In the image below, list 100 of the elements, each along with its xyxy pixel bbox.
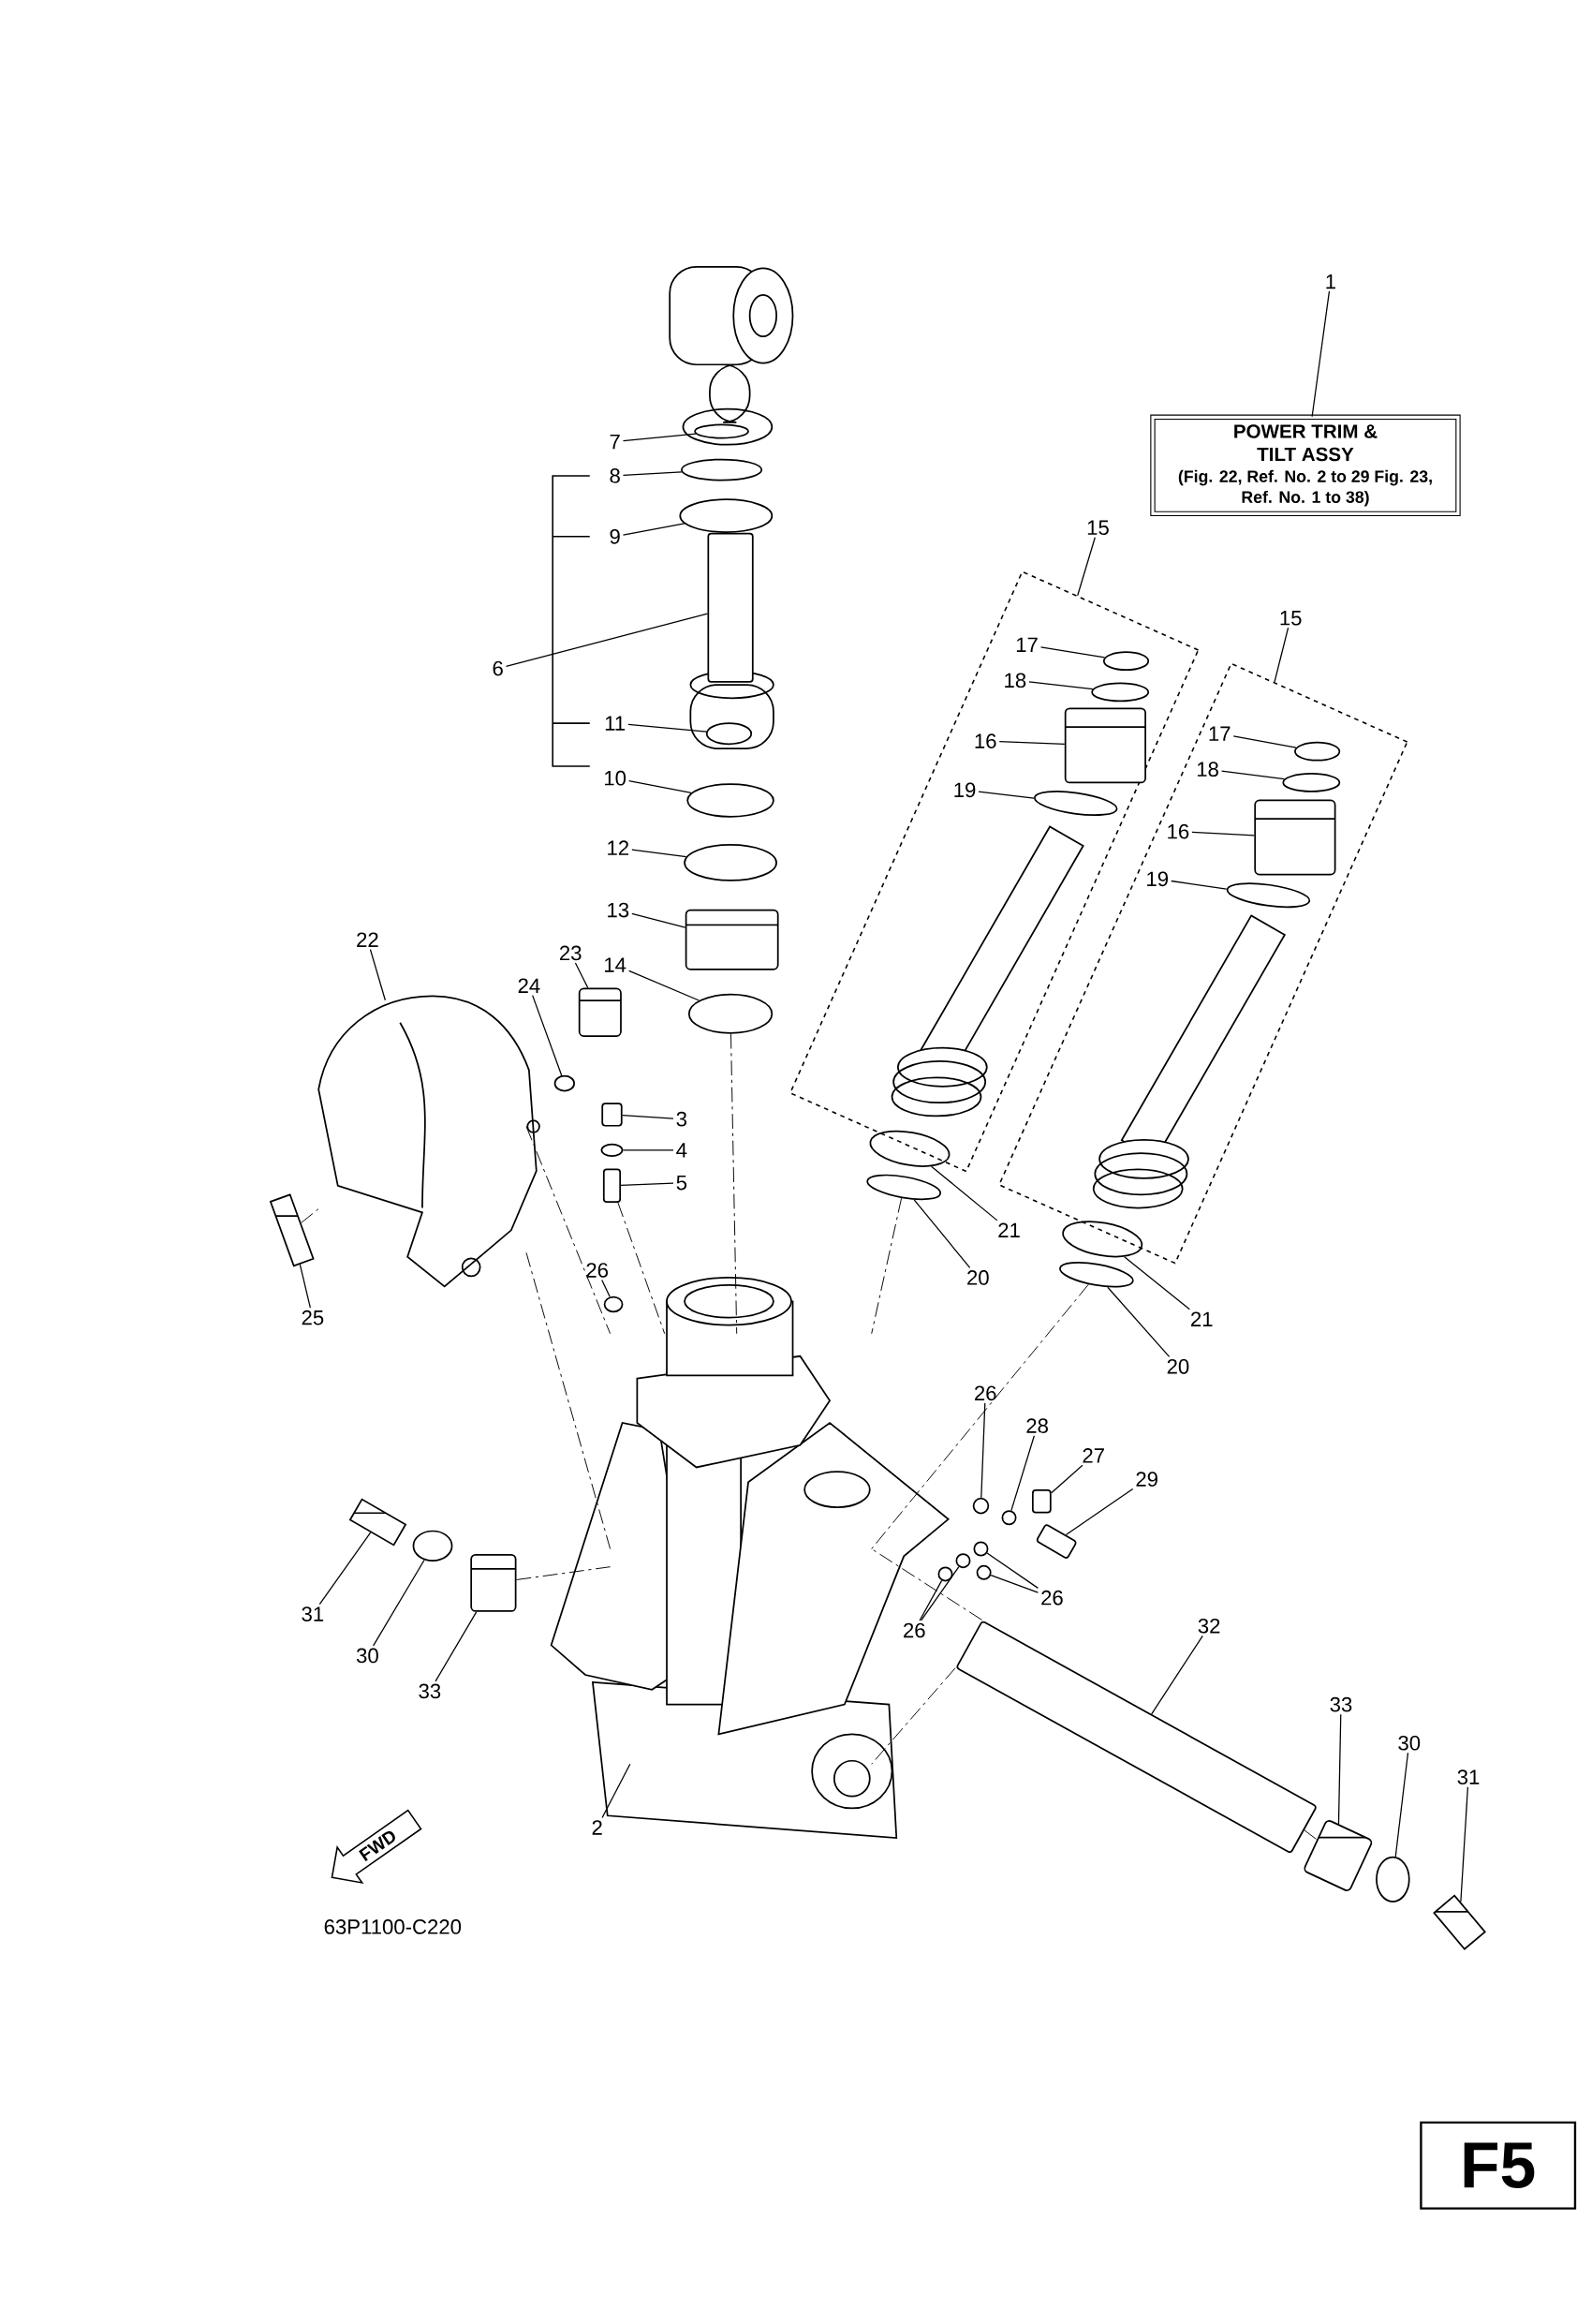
- leader-line: [1191, 831, 1256, 836]
- callout-number: 21: [1191, 1311, 1213, 1326]
- leader-line: [622, 1114, 674, 1119]
- callout-number: 20: [967, 1270, 989, 1285]
- callout-number: 33: [1330, 1696, 1352, 1712]
- ring-seal: [688, 993, 774, 1034]
- leader-line: [623, 471, 683, 477]
- callout-number: 6: [493, 660, 504, 676]
- leader-line: [919, 1579, 943, 1621]
- leader-line: [1151, 1635, 1204, 1715]
- cylindrical-part: [579, 987, 623, 1037]
- ring-seal: [412, 1530, 453, 1562]
- ring-seal: [1059, 1262, 1134, 1288]
- leader-line: [532, 995, 563, 1076]
- leader-line: [623, 523, 685, 536]
- callout-number: 18: [1198, 762, 1219, 777]
- leader-line: [373, 1559, 425, 1647]
- leader-line: [1394, 1752, 1409, 1858]
- ring-seal: [686, 783, 775, 818]
- callout-number: 4: [676, 1143, 687, 1158]
- callout-number: 14: [605, 957, 626, 972]
- title-box: POWER TRIM & TILT ASSY (Fig. 22, Ref. No. 2 to 29 Fig. 23, Ref. No. 1 to 38): [1150, 414, 1461, 517]
- leader-line: [627, 723, 708, 733]
- callout-number: 16: [975, 733, 996, 748]
- callout-number: 19: [1147, 871, 1169, 887]
- leader-line: [1221, 770, 1286, 780]
- center-line: [871, 1283, 1089, 1549]
- callout-number: 29: [1136, 1472, 1158, 1487]
- leader-line: [628, 779, 692, 793]
- callout-number: 11: [606, 716, 626, 731]
- leader-line: [1171, 880, 1228, 890]
- callout-number: 15: [1280, 611, 1302, 626]
- ring-seal: [553, 1074, 576, 1092]
- center-line: [301, 1208, 319, 1223]
- leader-line: [1124, 1256, 1191, 1310]
- leader-line: [998, 741, 1066, 745]
- callout-number: 31: [1457, 1769, 1480, 1784]
- leader-line: [1274, 627, 1290, 683]
- leader-line: [631, 849, 687, 858]
- bracket-body-drawing: [550, 1277, 951, 1839]
- ring-seal: [679, 498, 774, 533]
- callout-number: 30: [357, 1648, 379, 1664]
- leader-line: [1028, 681, 1094, 690]
- leader-line: [299, 1264, 312, 1309]
- ring-seal: [869, 1130, 951, 1167]
- callout-number: 12: [608, 840, 629, 855]
- leader-line: [980, 1402, 986, 1499]
- leader-line: [575, 962, 589, 989]
- leader-line: [601, 1763, 631, 1819]
- callout-number: 7: [610, 434, 620, 450]
- callout-number: 17: [1209, 726, 1231, 741]
- callout-number: 33: [419, 1683, 441, 1699]
- leader-line: [913, 1199, 971, 1269]
- center-line: [871, 1548, 983, 1621]
- callout-number: 19: [954, 782, 976, 798]
- leader-line: [1065, 1488, 1134, 1536]
- ball: [1001, 1510, 1017, 1526]
- ring-seal: [684, 844, 778, 881]
- leader-line: [435, 1611, 478, 1682]
- ring-seal: [1282, 773, 1341, 792]
- leader-line: [628, 970, 700, 1001]
- dashed-group-box: [998, 662, 1408, 1265]
- ring-seal: [976, 1564, 992, 1580]
- leader-line: [1040, 646, 1106, 659]
- ring-seal: [694, 423, 750, 439]
- callout-number: 22: [357, 932, 378, 947]
- ring-seal: [972, 1497, 990, 1515]
- callout-number: 21: [998, 1222, 1020, 1238]
- part-number-text: 63P1100-C220: [324, 1919, 462, 1934]
- rod: [1037, 1524, 1077, 1559]
- center-line: [871, 1667, 956, 1765]
- cylindrical-part: [1304, 1820, 1373, 1891]
- ring-seal: [681, 458, 763, 481]
- callout-number: 28: [1026, 1418, 1049, 1433]
- callout-number: 25: [302, 1310, 324, 1325]
- callout-number: 1: [1326, 274, 1336, 289]
- ring-seal: [1226, 882, 1311, 909]
- bolt: [348, 1498, 407, 1547]
- leader-line: [506, 613, 709, 667]
- callout-number: 27: [1083, 1448, 1105, 1463]
- leader-line: [921, 1566, 960, 1621]
- callout-number: 31: [302, 1606, 324, 1621]
- ring-seal: [600, 1143, 624, 1158]
- ring-seal: [1062, 1221, 1143, 1258]
- leader-line: [990, 1574, 1039, 1593]
- callout-number: 26: [975, 1385, 996, 1401]
- rod: [707, 532, 754, 683]
- leader-line: [1460, 1786, 1469, 1902]
- leader-line: [931, 1165, 998, 1221]
- leader-line: [318, 1532, 372, 1606]
- callout-number: 16: [1168, 823, 1189, 839]
- center-line: [871, 1197, 903, 1335]
- leader-line: [631, 912, 686, 928]
- callout-number: 9: [610, 528, 620, 544]
- center-line: [525, 1251, 612, 1549]
- leader-line: [620, 1182, 674, 1187]
- callout-number: 3: [676, 1111, 687, 1127]
- page-tab: F5: [1420, 2121, 1577, 2210]
- center-line: [525, 1126, 612, 1335]
- leader-line: [623, 1149, 674, 1151]
